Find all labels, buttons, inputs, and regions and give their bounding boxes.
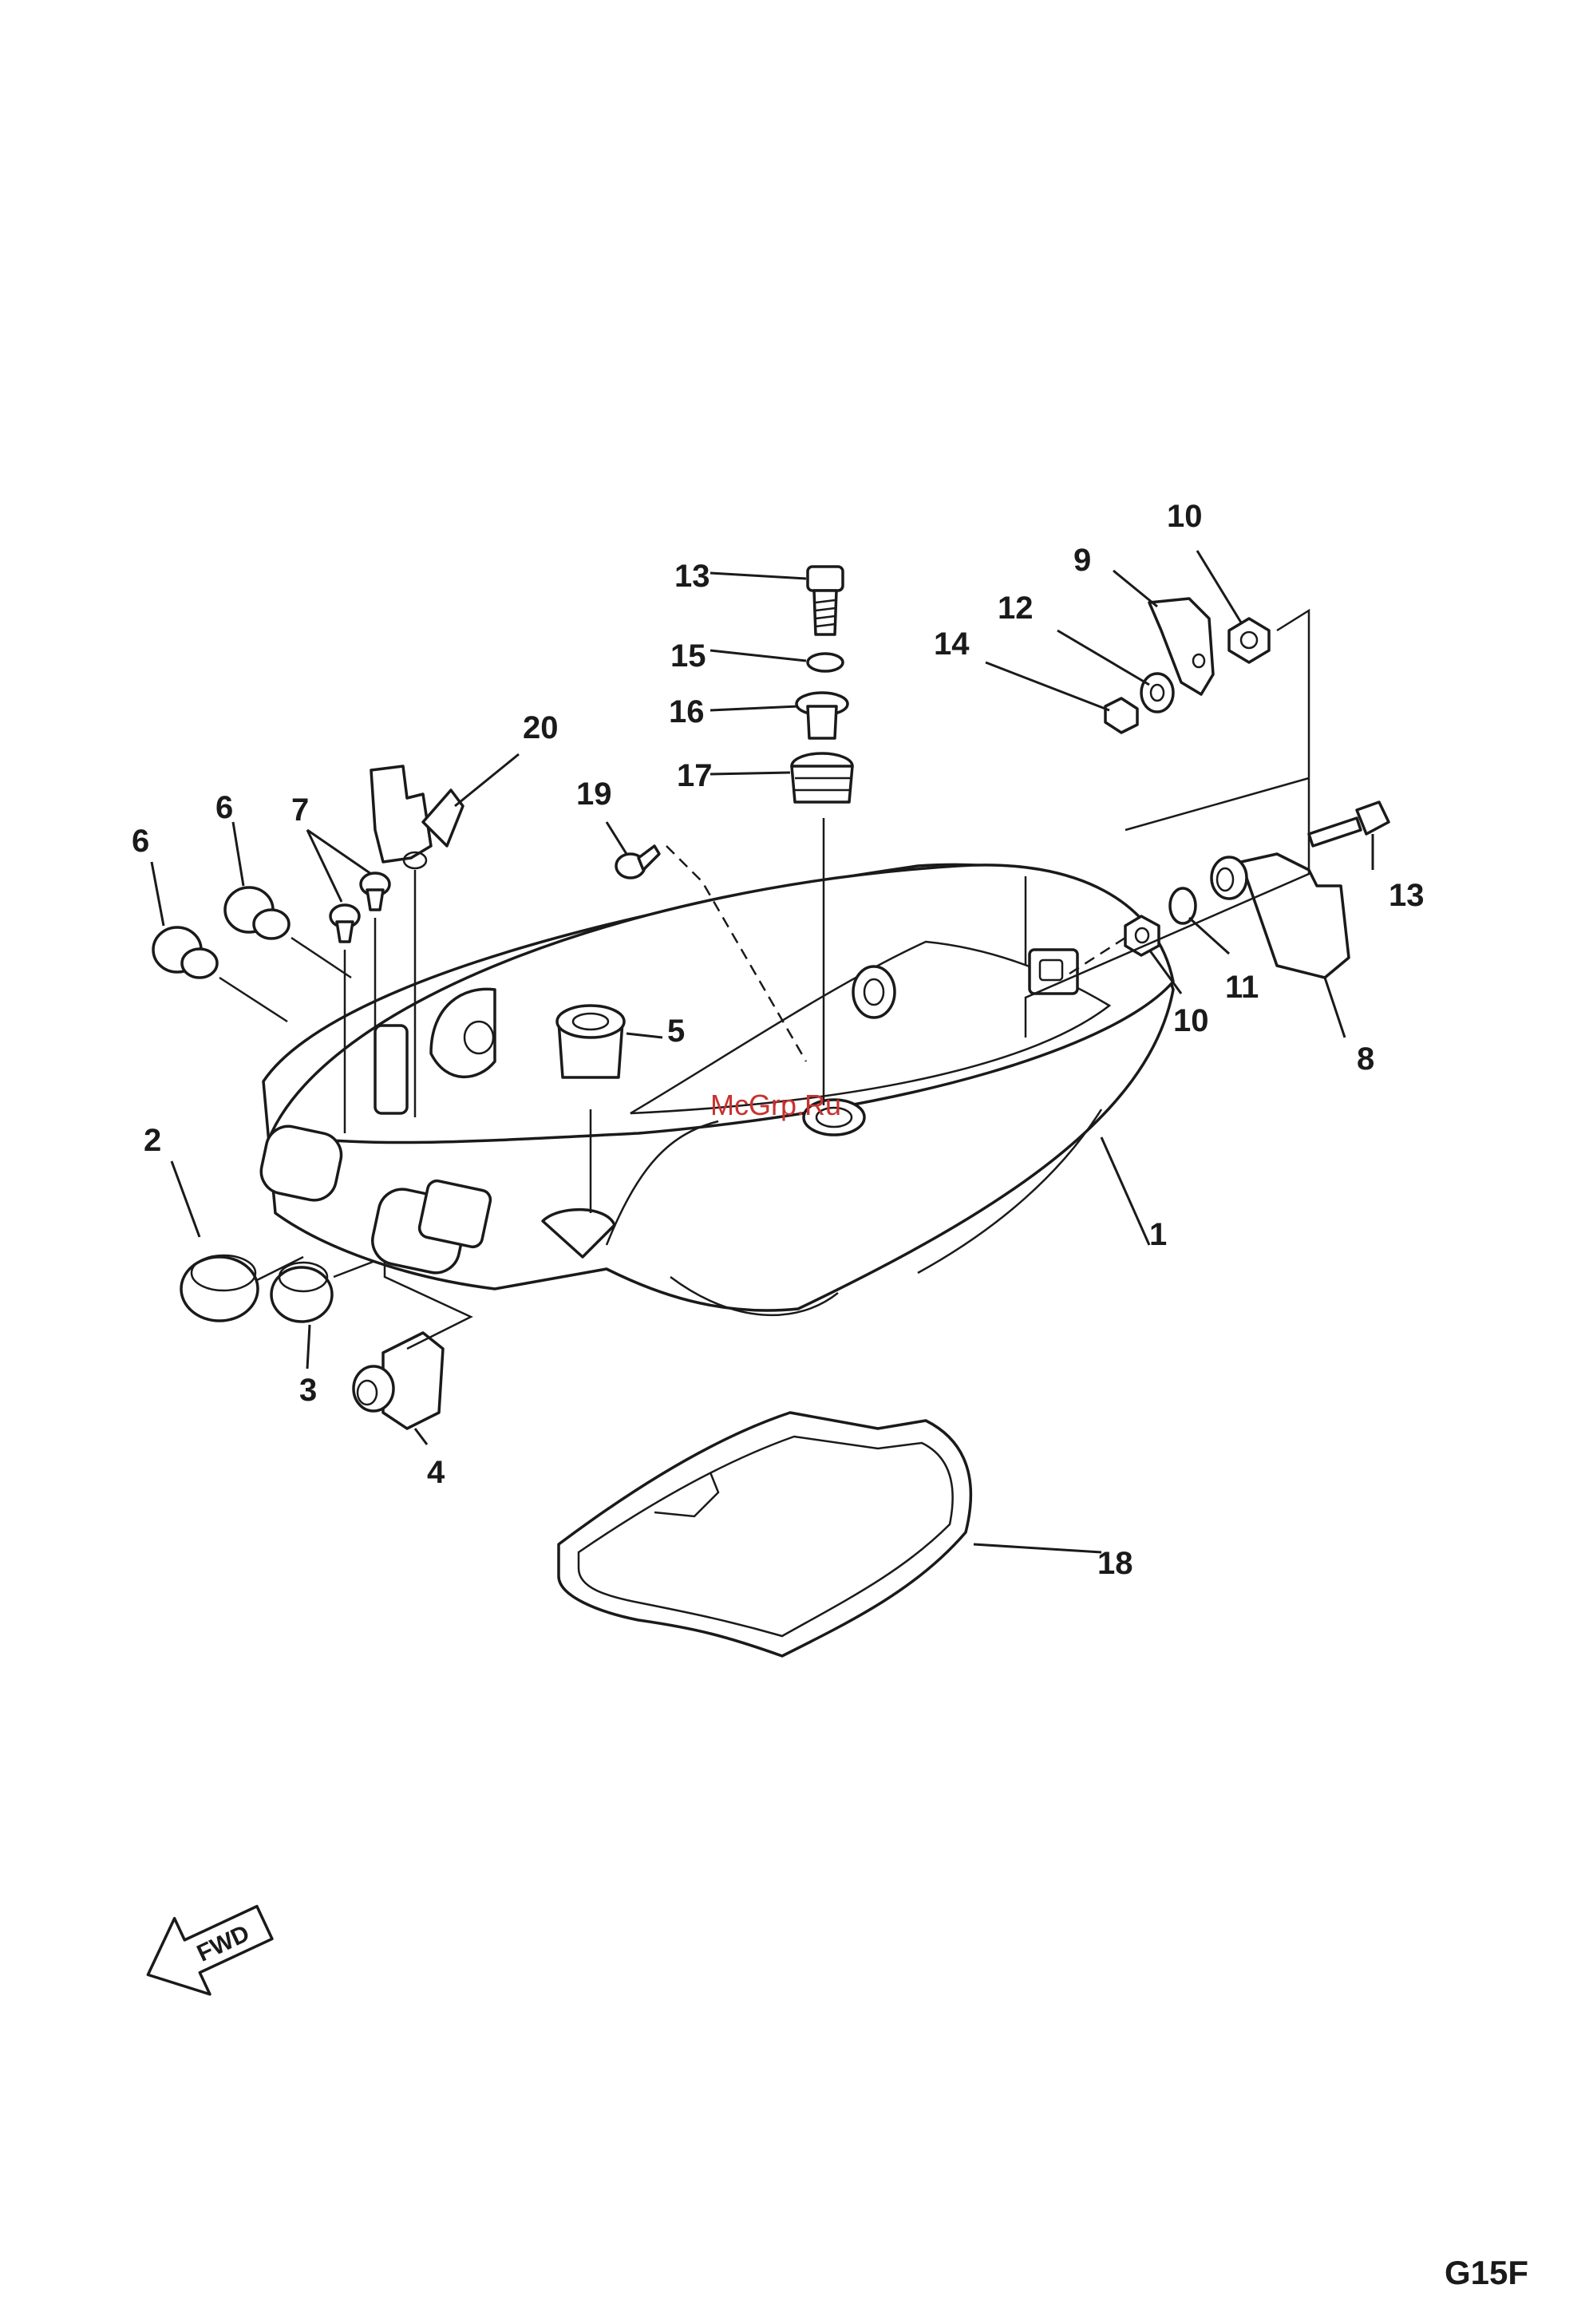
fwd-arrow-icon: FWD xyxy=(131,1884,282,2014)
label-part-9: 9 xyxy=(1073,543,1091,578)
part-17-grommet xyxy=(792,753,852,802)
label-part-5: 5 xyxy=(667,1014,685,1049)
part-16-collar xyxy=(796,693,848,738)
label-part-10-lower: 10 xyxy=(1173,1003,1209,1038)
label-part-13-right: 13 xyxy=(1389,878,1425,913)
label-part-1: 1 xyxy=(1149,1217,1167,1252)
label-part-6-left: 6 xyxy=(132,824,149,859)
label-part-13-top: 13 xyxy=(674,559,710,594)
label-part-6-right: 6 xyxy=(215,790,233,825)
label-part-11: 11 xyxy=(1225,970,1259,1005)
gasket-ring xyxy=(559,1413,970,1656)
label-part-10-top: 10 xyxy=(1167,499,1203,534)
part-14-nut xyxy=(1105,698,1137,733)
part-5-grommet xyxy=(557,1006,624,1077)
part-13-bolt-right xyxy=(1309,802,1389,846)
label-part-15: 15 xyxy=(670,638,706,674)
label-part-19: 19 xyxy=(576,777,612,812)
label-part-4: 4 xyxy=(427,1455,445,1490)
label-part-14: 14 xyxy=(934,626,970,662)
part-10-nut-top xyxy=(1229,619,1269,662)
part-7-clips xyxy=(330,873,389,942)
part-2-plug xyxy=(181,1255,258,1321)
part-6-grommet-left xyxy=(153,927,217,978)
diagram-code: G15F xyxy=(1445,2254,1528,2291)
part-3-grommet xyxy=(271,1263,332,1322)
label-part-18: 18 xyxy=(1097,1546,1133,1581)
label-part-8: 8 xyxy=(1357,1041,1374,1077)
part-12-washer xyxy=(1141,674,1173,712)
part-11-washer xyxy=(1170,888,1196,923)
part-6-grommet-right xyxy=(225,887,289,939)
label-part-20: 20 xyxy=(523,710,559,745)
part-8-bracket xyxy=(1212,854,1349,978)
part-19-screw xyxy=(616,846,659,878)
part-15-washer xyxy=(808,654,843,671)
label-part-3: 3 xyxy=(299,1373,317,1408)
label-part-7: 7 xyxy=(291,792,309,828)
label-part-17: 17 xyxy=(677,758,713,793)
label-part-2: 2 xyxy=(144,1123,161,1158)
part-10-nut-lower xyxy=(1125,916,1159,955)
part-20-bracket xyxy=(371,766,463,868)
part-4-grommet xyxy=(354,1333,443,1429)
label-part-12: 12 xyxy=(998,591,1034,626)
label-part-16: 16 xyxy=(669,694,705,729)
part-13-bolt-top xyxy=(808,567,843,634)
watermark: McGrp.Ru xyxy=(710,1089,841,1121)
